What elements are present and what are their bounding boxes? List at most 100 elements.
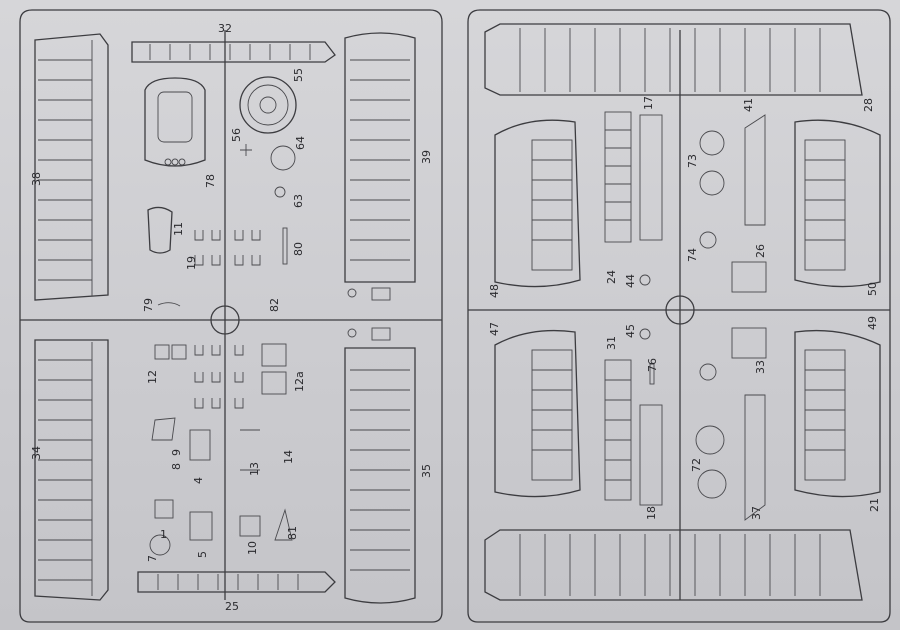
part-label-4: 4 [192, 477, 205, 484]
part-12a-seat [261, 343, 287, 367]
part-10-grille [239, 515, 261, 537]
part-55-radial-engine [239, 76, 297, 134]
part-80-rod [282, 227, 288, 265]
left-runner-hub [210, 305, 240, 335]
part-label-80: 80 [292, 242, 305, 256]
part-label-11: 11 [172, 222, 185, 236]
part-72-wheel-b [697, 469, 727, 499]
part-label-17: 17 [642, 96, 655, 110]
part-28-strip [484, 23, 863, 96]
part-41-strut [744, 114, 766, 226]
part-label-37: 37 [750, 506, 763, 520]
part-label-79: 79 [142, 298, 155, 312]
part-12a-seat-b [261, 371, 287, 395]
part-44-pin [639, 274, 651, 286]
part-81-cone [274, 508, 293, 541]
part-45-pin [639, 328, 651, 340]
part-label-44: 44 [624, 274, 637, 288]
part-label-5: 5 [196, 551, 209, 558]
part-label-55: 55 [292, 68, 305, 82]
part-74-hub-a [699, 231, 717, 249]
part-label-9: 9 [170, 449, 183, 456]
part-label-25: 25 [225, 600, 239, 613]
small-clips-19 [194, 230, 261, 409]
part-63-ring [274, 186, 286, 198]
part-21-strip [484, 529, 863, 601]
part-72-wheel-a [695, 425, 725, 455]
part-label-81: 81 [286, 526, 299, 540]
part-label-35: 35 [420, 464, 433, 478]
part-12-block-b [171, 344, 187, 360]
part-label-64: 64 [294, 136, 307, 150]
part-34-wing-panel [34, 339, 109, 601]
left-sprue-frame [19, 9, 443, 623]
part-label-76: 76 [646, 358, 659, 372]
part-76-rod [649, 363, 655, 385]
part-17-ladder [604, 111, 663, 243]
part-4-panel [189, 429, 211, 461]
part-49-fuselage-half [794, 329, 881, 498]
part-73-wheel-a [699, 130, 725, 156]
part-35-wing-panel [344, 327, 416, 604]
part-79-blade [157, 302, 181, 307]
part-13-props [240, 429, 260, 471]
part-37-strut [744, 394, 766, 521]
part-label-14: 14 [282, 450, 295, 464]
part-47-fuselage-half [494, 329, 581, 498]
part-8-panel [151, 417, 176, 441]
part-38-wing-panel [34, 33, 109, 301]
part-label-31: 31 [605, 336, 618, 350]
part-48-fuselage-half [494, 119, 581, 288]
part-73-wheel-b [699, 170, 725, 196]
part-label-45: 45 [624, 324, 637, 338]
part-label-32: 32 [218, 22, 232, 35]
part-label-78: 78 [204, 174, 217, 188]
part-label-50: 50 [866, 282, 879, 296]
part-31-ladder [604, 359, 663, 506]
part-7-wheel [149, 534, 171, 556]
part-label-39: 39 [420, 150, 433, 164]
part-label-7: 7 [146, 555, 159, 562]
part-label-33: 33 [754, 360, 767, 374]
part-12-block [154, 344, 170, 360]
part-label-56: 56 [230, 128, 243, 142]
part-label-18: 18 [645, 506, 658, 520]
part-label-74: 74 [686, 248, 699, 262]
part-64-disc [270, 145, 296, 171]
part-label-82: 82 [268, 298, 281, 312]
part-label-34: 34 [30, 446, 43, 460]
part-label-28: 28 [862, 98, 875, 112]
part-label-72: 72 [690, 458, 703, 472]
part-label-21: 21 [868, 498, 881, 512]
part-32-strip [131, 41, 336, 63]
part-label-13: 13 [248, 462, 261, 476]
part-label-73: 73 [686, 154, 699, 168]
part-11-bracket [147, 206, 173, 254]
right-sprue-frame [467, 9, 891, 623]
part-label-47: 47 [488, 322, 501, 336]
part-label-38: 38 [30, 172, 43, 186]
part-label-19: 19 [185, 256, 198, 270]
part-label-12a: 12a [293, 371, 306, 392]
part-5-box [189, 511, 213, 541]
part-25-strip [137, 571, 336, 593]
part-label-26: 26 [754, 244, 767, 258]
canopy-part [144, 77, 206, 167]
part-50-fuselage-half [794, 119, 881, 288]
part-label-41: 41 [742, 98, 755, 112]
part-26-block [731, 261, 767, 293]
part-label-48: 48 [488, 284, 501, 298]
part-label-49: 49 [866, 316, 879, 330]
part-39-wing-panel [344, 32, 416, 301]
part-label-63: 63 [292, 194, 305, 208]
part-label-12: 12 [146, 370, 159, 384]
part-33-block [731, 327, 767, 359]
part-1-box [154, 499, 174, 519]
part-label-24: 24 [605, 270, 618, 284]
part-label-1: 1 [160, 528, 167, 541]
part-74-hub-b [699, 363, 717, 381]
right-runner-hub [665, 295, 695, 325]
part-56-cross [240, 144, 252, 156]
